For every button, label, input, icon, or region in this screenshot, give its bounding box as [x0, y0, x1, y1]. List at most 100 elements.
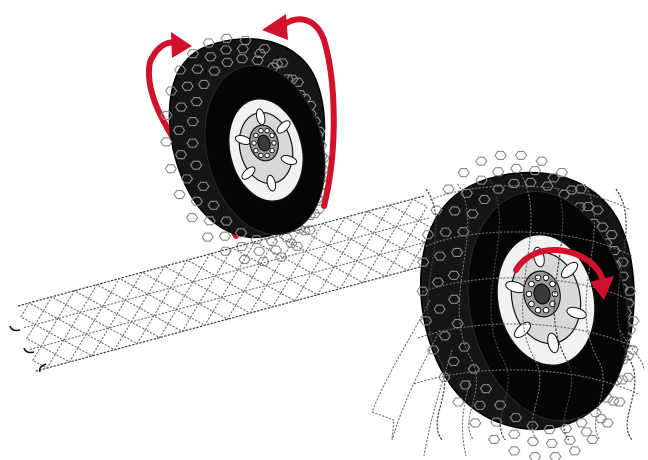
upright-tire: [161, 34, 342, 265]
tread-block: [187, 214, 198, 222]
tread-block: [458, 169, 469, 177]
chain-link-diamond: [162, 288, 185, 310]
tread-block: [174, 191, 185, 199]
tread-block: [509, 447, 520, 455]
chain-link-diamond: [224, 248, 247, 270]
tread-block: [564, 436, 575, 444]
chain-link-diamond: [134, 272, 157, 294]
tread-block: [476, 157, 487, 165]
chain-link-diamond: [27, 325, 50, 347]
lug-nut: [259, 128, 263, 132]
tread-block: [493, 168, 504, 176]
chain-link-diamond: [382, 205, 405, 227]
chain-link-diamond: [207, 276, 230, 298]
chain-link-diamond: [21, 303, 44, 325]
chain-link-diamond: [145, 316, 168, 338]
lug-nut: [535, 275, 541, 281]
lug-nut: [254, 133, 258, 137]
chain-link-diamond: [337, 217, 360, 239]
chain-link-diamond: [123, 322, 146, 344]
tread-block: [509, 430, 520, 438]
mounted-tire: [417, 151, 648, 460]
lug-nut: [529, 301, 535, 307]
chain-link-diamond: [388, 227, 411, 249]
chain-link-diamond: [100, 328, 123, 350]
lug-nut: [550, 281, 556, 287]
chain-link-diamond: [49, 319, 72, 341]
tread-block: [161, 138, 172, 146]
chain-link-diamond: [117, 300, 140, 322]
lug-nut: [265, 153, 269, 157]
tread-block: [254, 247, 265, 255]
lug-nut: [270, 133, 274, 137]
lug-nut: [265, 128, 269, 132]
tread-block: [546, 440, 557, 448]
chain-link-diamond: [78, 334, 101, 356]
chain-link-diamond: [55, 340, 78, 362]
tread-block: [561, 425, 572, 433]
tread-block: [511, 164, 522, 172]
lug-nut: [254, 148, 258, 152]
chain-link-diamond: [185, 282, 208, 304]
tread-block: [202, 233, 213, 241]
chain-link-diamond: [371, 255, 394, 277]
chain-link-diamond: [140, 294, 163, 316]
lug-nut: [252, 141, 256, 145]
tread-block: [587, 435, 598, 443]
tread-block: [528, 437, 539, 445]
chain-link-diamond: [191, 304, 214, 326]
chain-link-diamond: [230, 270, 253, 292]
lug-nut: [543, 307, 549, 313]
chain-link-diamond: [314, 224, 337, 246]
tread-block: [470, 419, 481, 427]
chain-link-diamond: [326, 267, 349, 289]
chain-link-diamond: [404, 199, 427, 221]
chain-link-diamond: [348, 261, 371, 283]
tread-block: [569, 447, 580, 455]
chain-link-diamond: [343, 239, 366, 261]
chain-link-diamond: [258, 285, 281, 307]
chain-link-diamond: [111, 279, 134, 301]
loose-chain-strand: [372, 300, 430, 412]
tire-rotation-panel: [149, 14, 342, 266]
tread-block: [550, 453, 561, 460]
chain-link-diamond: [179, 260, 202, 282]
chain-link-diamond: [297, 251, 320, 273]
tread-block: [495, 151, 506, 159]
lug-nut: [270, 148, 274, 152]
tread-block: [529, 453, 540, 460]
chain-link-diamond: [281, 279, 304, 301]
tread-block: [219, 232, 230, 240]
tread-block: [576, 419, 587, 427]
chain-mounted-panel: [372, 151, 648, 460]
tread-block: [516, 151, 527, 159]
tread-block: [556, 169, 567, 177]
tread-block: [614, 398, 625, 406]
chain-link-diamond: [201, 254, 224, 276]
chain-link-diamond: [359, 211, 382, 233]
chain-link-diamond: [168, 310, 191, 332]
lug-nut: [272, 141, 276, 145]
chain-link-diamond: [303, 273, 326, 295]
loose-chain-strand: [372, 412, 394, 440]
tread-block: [489, 435, 500, 443]
chain-link-diamond: [156, 266, 179, 288]
tread-block: [536, 157, 547, 165]
chain-link-diamond: [252, 264, 275, 286]
tread-block: [581, 428, 592, 436]
tread-block: [443, 185, 454, 193]
chain-link-diamond: [236, 291, 259, 313]
chain-link-diamond: [213, 297, 236, 319]
tread-block: [165, 165, 176, 173]
chain-link-diamond: [66, 291, 89, 313]
chain-link-diamond: [365, 233, 388, 255]
lug-nut: [535, 307, 541, 313]
chain-link-diamond: [394, 249, 417, 271]
chain-link-diamond: [320, 245, 343, 267]
chain-link-diamond: [43, 297, 66, 319]
lug-nut: [526, 291, 532, 297]
tread-block: [453, 398, 464, 406]
chain-link-diamond: [94, 306, 117, 328]
chain-link-diamond: [89, 285, 112, 307]
